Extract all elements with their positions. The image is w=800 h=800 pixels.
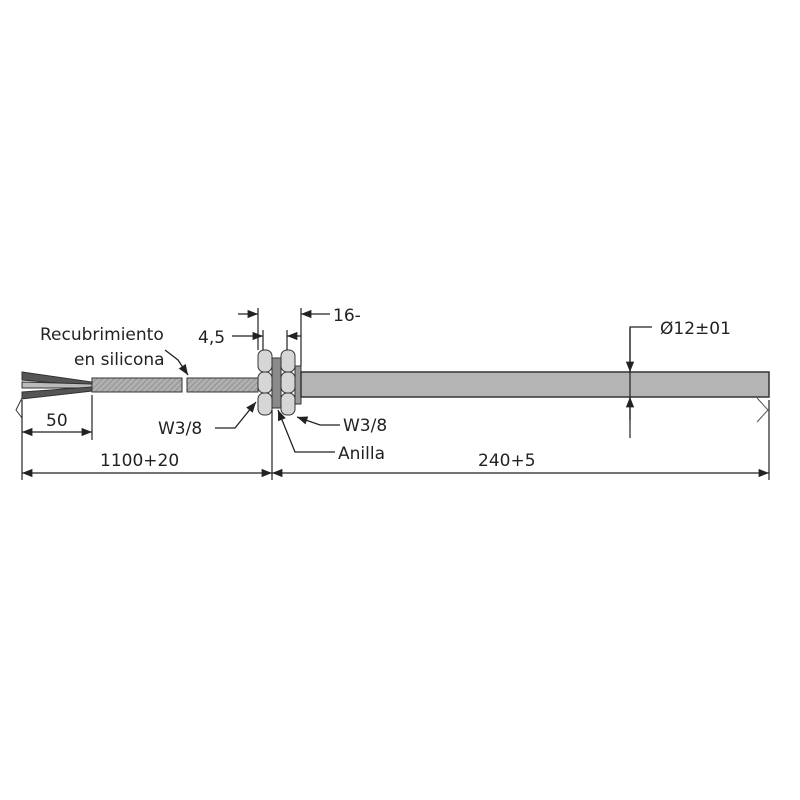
wire-break-mark [15,397,23,419]
nut-left [257,349,273,416]
ring-washer [271,357,282,409]
label-cable-length: 1100+20 [100,451,179,471]
leader-thread-left [215,401,257,429]
silicone-cable-right [186,377,259,393]
label-thread-length: 16- [333,306,361,326]
silicone-cable-left [91,377,183,393]
label-diameter: Ø12±01 [660,319,731,339]
nut-right [280,349,296,416]
label-ring: Anilla [338,444,385,464]
lead-wires [21,371,93,400]
leader-thread-right [296,416,340,426]
label-thread-left: W3/8 [158,419,202,439]
heater-rod [300,371,770,398]
dim-arrow-diameter-top [625,326,652,372]
leader-coating [164,349,189,376]
label-strip-length: 50 [46,411,68,431]
label-nut-gap: 4,5 [198,328,225,348]
label-thread-right: W3/8 [343,416,387,436]
rod-end-mark [756,397,769,423]
leader-ring [277,409,335,453]
label-rod-length: 240+5 [478,451,536,471]
thread-collar [294,365,302,405]
label-coating-line1: Recubrimiento [40,325,164,345]
label-coating-line2: en silicona [74,350,165,370]
